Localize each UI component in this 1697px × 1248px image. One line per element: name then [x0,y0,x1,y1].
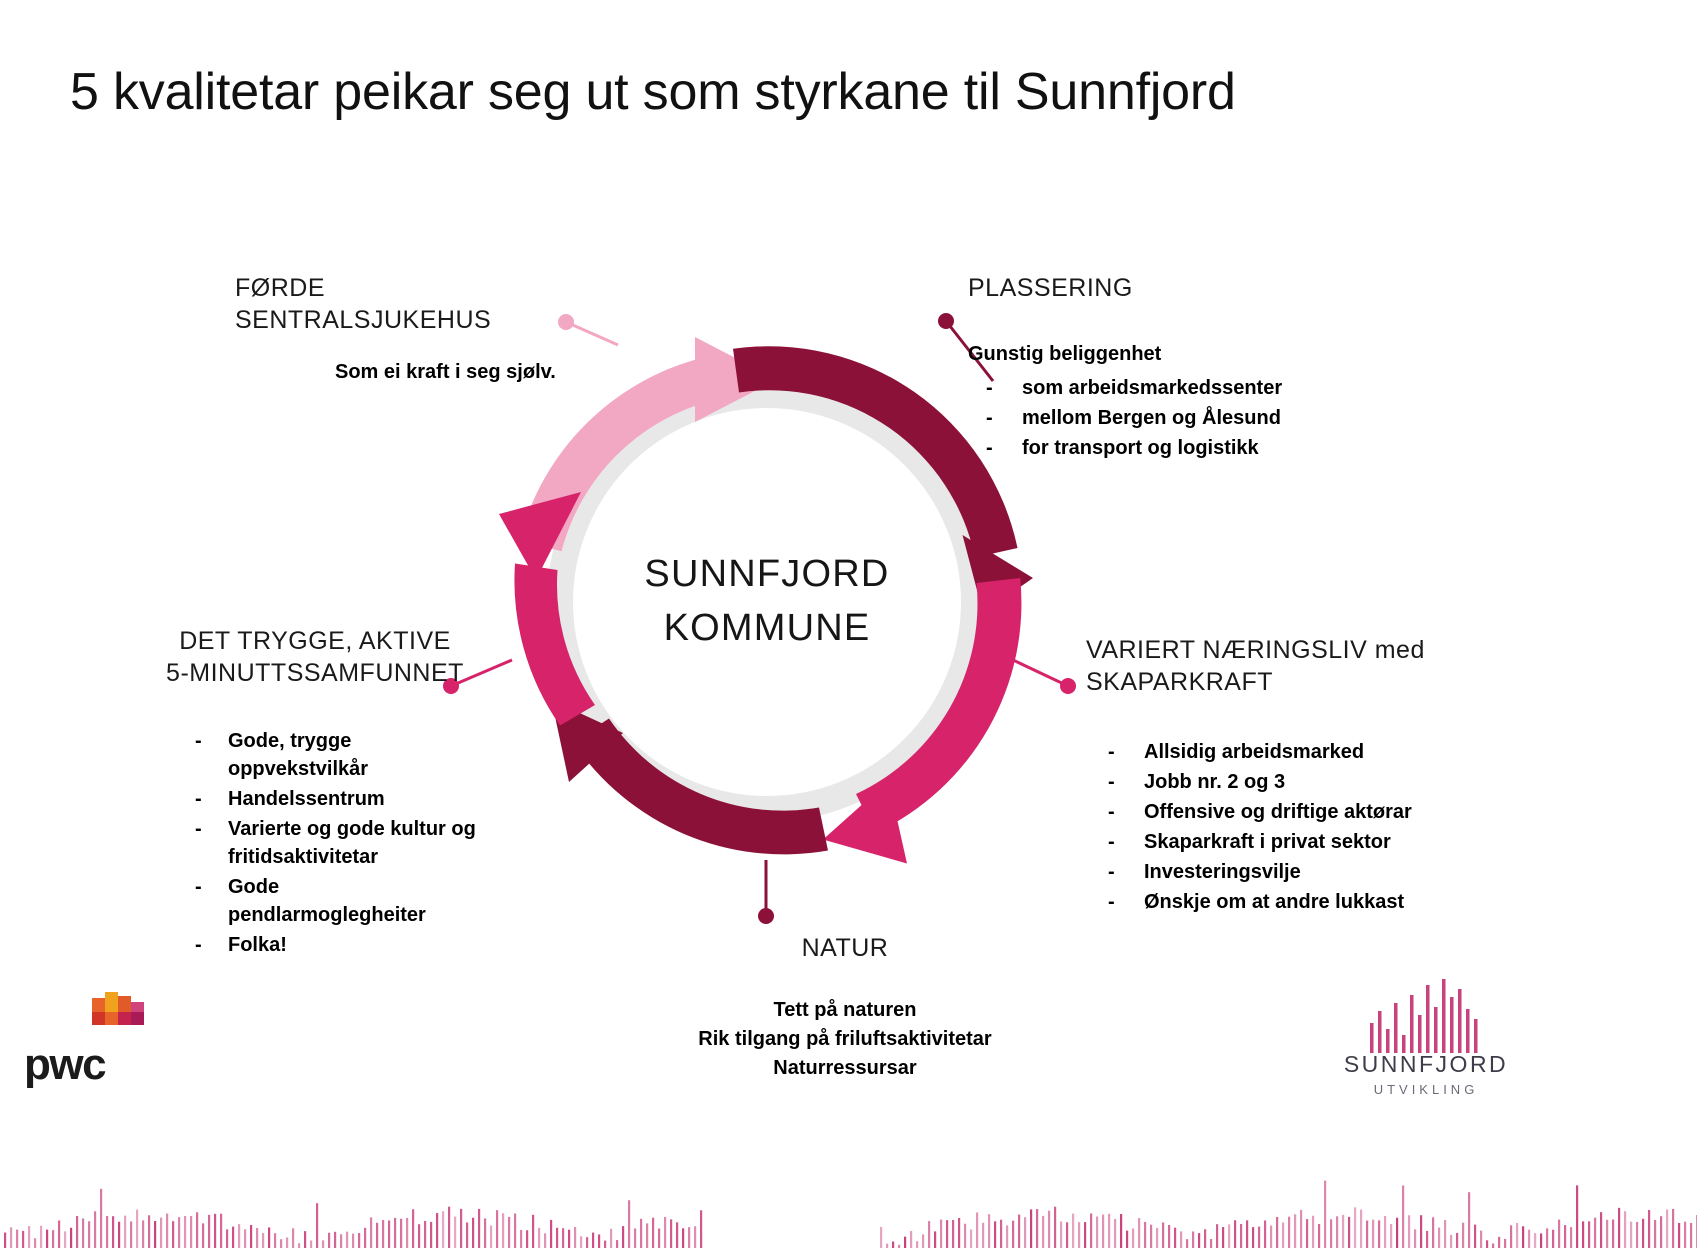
callout-heading-naringsliv: VARIERT NÆRINGSLIV med SKAPARKRAFT [1086,634,1486,698]
callout-heading-plassering: PLASSERING [968,274,1133,302]
list-item-label: Offensive og driftige aktørar [1144,801,1412,823]
list-item: - Investeringsvilje [1086,858,1486,886]
list-item-label: Gode pendlarmoglegheiter [228,876,426,926]
sunnfjord-utvikling-subtitle: UTVIKLING [1373,1082,1479,1097]
segment-naringsliv [823,578,1022,864]
bullet-dash: - [195,730,202,752]
heading-line-1: VARIERT NÆRINGSLIV med [1086,636,1425,664]
bullet-dash: - [195,788,202,810]
sunnfjord-utvikling-name: SUNNFJORD [1343,1051,1509,1077]
bullet-dash: - [195,818,202,840]
callout-natur: NATUR Tett på naturen Rik tilgang på fri… [630,932,1060,1083]
cycle-diagram [447,282,1087,922]
pwc-logo-mark [24,978,194,1088]
callout-list-naringsliv: - Allsidig arbeidsmarked - Jobb nr. 2 og 3… [1086,738,1486,916]
list-item-label: Gode, trygge oppvekstvilkår [228,730,369,780]
bullet-dash: - [1108,741,1115,763]
bullet-dash: - [1108,801,1115,823]
heading-line-1: DET TRYGGE, AKTIVE [179,627,451,655]
list-item: - Handelssentrum [150,785,480,813]
pwc-logo-wordmark: pwc [24,1040,107,1089]
heading-line-2: SKAPARKRAFT [1086,668,1274,696]
bullet-dash: - [986,377,993,399]
bullet-dash: - [1108,861,1115,883]
sunnfjord-utvikling-logo-mark [1326,975,1526,1100]
list-item: - mellom Bergen og Ålesund [968,404,1388,432]
list-item-label: Skaparkraft i privat sektor [1144,831,1391,853]
list-item: - Folka! [150,931,480,959]
page-title: 5 kvalitetar peikar seg ut som styrkane … [70,63,1236,121]
list-item: - Allsidig arbeidsmarked [1086,738,1486,766]
list-item-label: Jobb nr. 2 og 3 [1144,771,1286,793]
callout-list-trygge: - Gode, trygge oppvekstvilkår - Handelssen… [150,727,480,959]
callout-variert-naringsliv: VARIERT NÆRINGSLIV med SKAPARKRAFT - Alls… [1086,634,1486,918]
list-item-label: Varierte og gode kultur og fritidsaktivi… [228,818,476,868]
heading-line-2: 5-MINUTTSSAMFUNNET [166,659,464,687]
callout-list-plassering: - som arbeidsmarkedssenter - mellom Bergen… [968,374,1388,462]
callout-natur-line-3: Naturressursar [773,1057,917,1079]
segment-trygge [499,492,595,726]
callout-natur-line-2: Rik tilgang på friluftsaktivitetar [698,1028,992,1050]
list-item-label: som arbeidsmarkedssenter [1022,377,1283,399]
list-item-label: mellom Bergen og Ålesund [1022,407,1281,429]
list-item: - Varierte og gode kultur og fritidsaktiv… [150,815,480,871]
list-item-label: Folka! [228,934,287,956]
bullet-dash: - [1108,771,1115,793]
bullet-dash: - [1108,831,1115,853]
bullet-dash: - [195,934,202,956]
list-item: - Skaparkraft i privat sektor [1086,828,1486,856]
list-item-label: Ønskje om at andre lukkast [1144,891,1405,913]
callout-heading-natur: NATUR [801,934,889,962]
segment-natur [551,700,828,855]
callout-plassering: PLASSERING Gunstig beliggenhet - som arbe… [968,272,1388,464]
list-item: - Offensive og driftige aktørar [1086,798,1486,826]
callout-trygge-aktive-5minuttssamfunnet: DET TRYGGE, AKTIVE 5-MINUTTSSAMFUNNET - G… [150,625,480,961]
callout-lead-plassering: Gunstig beliggenhet [968,343,1162,365]
callout-forde-sentralsjukehus: FØRDE SENTRALSJUKEHUS Som ei kraft i seg… [235,272,565,387]
bullet-dash: - [986,437,993,459]
list-item: - for transport og logistikk [968,434,1388,462]
list-item-label: Allsidig arbeidsmarked [1144,741,1365,763]
list-item-label: Investeringsvilje [1144,861,1301,883]
bullet-dash: - [195,876,202,898]
callout-heading-trygge: DET TRYGGE, AKTIVE 5-MINUTTSSAMFUNNET [150,625,480,689]
list-item: - Jobb nr. 2 og 3 [1086,768,1486,796]
list-item: - Gode, trygge oppvekstvilkår [150,727,480,783]
bullet-dash: - [986,407,993,429]
callout-heading-forde: FØRDE SENTRALSJUKEHUS [235,274,492,334]
decorative-bottom-band [4,1180,1697,1248]
callout-natur-line-1: Tett på naturen [773,999,917,1021]
list-item: - Ønskje om at andre lukkast [1086,888,1486,916]
list-item: - som arbeidsmarkedssenter [968,374,1388,402]
list-item: - Gode pendlarmoglegheiter [150,873,480,929]
callout-text-forde: Som ei kraft i seg sjølv. [335,361,556,383]
list-item-label: for transport og logistikk [1022,437,1259,459]
list-item-label: Handelssentrum [228,788,385,810]
bullet-dash: - [1108,891,1115,913]
